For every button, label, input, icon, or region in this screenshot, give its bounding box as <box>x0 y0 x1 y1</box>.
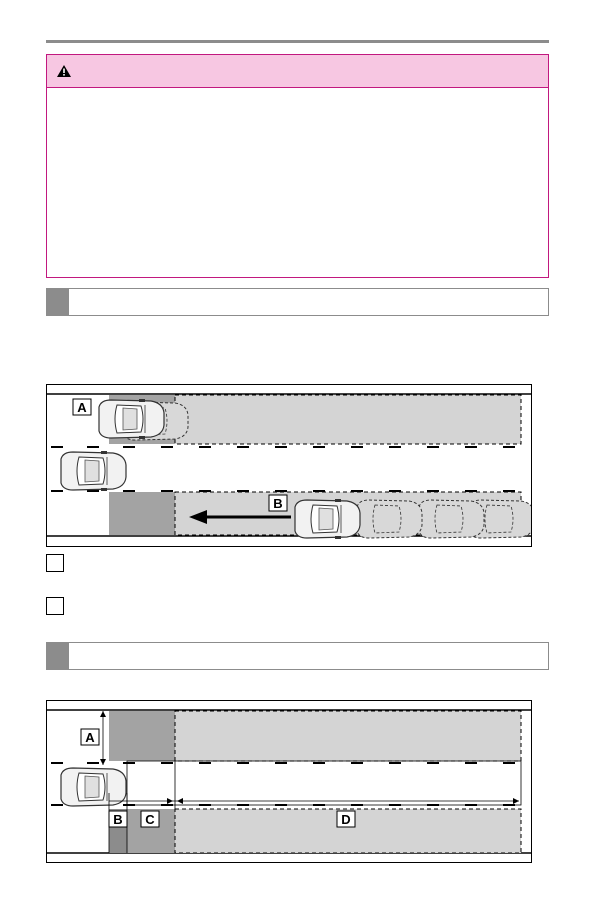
warning-header <box>47 55 548 88</box>
section-heading-2 <box>46 642 549 670</box>
car-own <box>60 767 127 807</box>
legend-letter-box <box>46 554 64 572</box>
zone-upper-light <box>174 710 522 762</box>
warning-box <box>46 54 549 278</box>
arrow-head-icon <box>177 798 183 804</box>
section-marker <box>47 643 69 669</box>
car-ghost <box>418 499 485 539</box>
zone-upper-dark <box>109 711 175 761</box>
lane-markings <box>51 446 515 492</box>
arrow-head-icon <box>100 759 106 765</box>
car-own <box>60 450 127 492</box>
zone-b-dark <box>109 492 175 535</box>
label-b-box <box>108 810 128 828</box>
zone-lower-light <box>174 808 522 854</box>
label-b: B <box>273 496 282 511</box>
warning-triangle-icon <box>57 65 71 77</box>
car-side-a <box>98 398 165 440</box>
arrow-head-icon <box>167 798 173 804</box>
label-d-box <box>336 810 356 828</box>
header-rule <box>46 40 549 43</box>
label-c-box <box>140 810 160 828</box>
legend-letter-box <box>46 597 64 615</box>
figure-detection-area: A B <box>46 384 532 547</box>
car-ghost <box>356 499 423 539</box>
label-a: A <box>85 730 95 745</box>
arrow-head-icon <box>189 510 207 524</box>
label-b: B <box>113 812 122 827</box>
label-d: D <box>341 812 350 827</box>
figure2-drawing: A B C D <box>47 709 531 854</box>
label-a: A <box>77 400 87 415</box>
figure-detection-range: A B C D <box>46 700 532 863</box>
label-c: C <box>145 812 155 827</box>
car-approaching <box>294 498 361 540</box>
range-outline <box>126 760 522 806</box>
section-heading-1 <box>46 288 549 316</box>
arrow-head-icon <box>100 711 106 717</box>
figure1-drawing: A B <box>47 393 531 540</box>
arrow-head-icon <box>513 798 519 804</box>
label-a-box <box>72 398 92 416</box>
label-a-box <box>80 728 100 746</box>
label-b-box <box>268 494 288 512</box>
section-marker <box>47 289 69 315</box>
zone-a-light <box>174 394 522 445</box>
